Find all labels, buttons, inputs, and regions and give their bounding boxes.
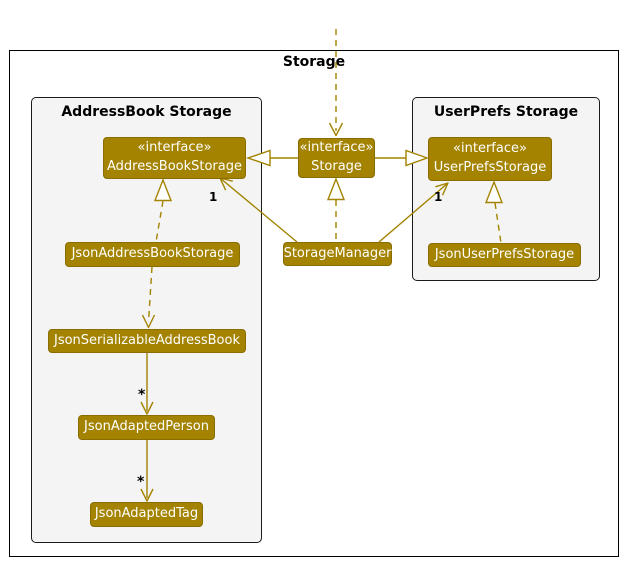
multiplicity-label-tag-star: * xyxy=(137,474,145,490)
node-name: JsonAdaptedTag xyxy=(94,506,199,522)
node-storagemanager: StorageManager xyxy=(283,242,392,266)
package-userprefs-storage-title: UserPrefs Storage xyxy=(433,104,579,120)
node-jsonadaptedtag: JsonAdaptedTag xyxy=(90,502,203,527)
node-name: UserPrefsStorage xyxy=(433,160,547,175)
node-name: JsonAddressBookStorage xyxy=(71,246,234,262)
node-name: JsonAdaptedPerson xyxy=(84,419,209,435)
node-jsonuserprefsstorage: JsonUserPrefsStorage xyxy=(428,243,581,267)
node-jsonserializableaddressbook: JsonSerializableAddressBook xyxy=(48,329,246,353)
multiplicity-label-right-one: 1 xyxy=(434,190,443,204)
node-stereotype: «interface» xyxy=(137,140,212,156)
node-jsonaddressbookstorage: JsonAddressBookStorage xyxy=(65,242,240,267)
multiplicity-label-person-star: * xyxy=(138,387,146,403)
package-addressbook-storage-title: AddressBook Storage xyxy=(61,104,232,120)
node-addressbookstorage-interface: «interface» AddressBookStorage xyxy=(103,137,246,179)
node-userprefsstorage-interface: «interface» UserPrefsStorage xyxy=(428,137,552,181)
node-stereotype: «interface» xyxy=(299,140,374,156)
node-name: StorageManager xyxy=(283,245,392,261)
node-name: JsonSerializableAddressBook xyxy=(54,332,240,348)
node-storage-interface: «interface» Storage xyxy=(298,138,375,178)
node-name: JsonUserPrefsStorage xyxy=(434,246,575,262)
node-name: Storage xyxy=(311,159,362,174)
node-name: AddressBookStorage xyxy=(107,159,242,174)
frame-title: Storage xyxy=(282,54,346,70)
node-jsonadaptedperson: JsonAdaptedPerson xyxy=(78,415,215,440)
node-stereotype: «interface» xyxy=(453,141,527,157)
multiplicity-label-left-one: 1 xyxy=(209,190,218,204)
